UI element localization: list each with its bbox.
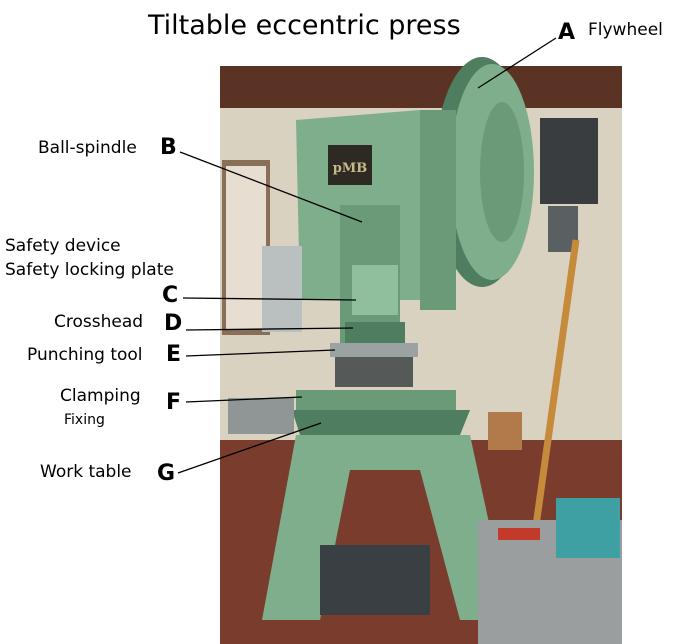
callout-e-label: Punching tool	[27, 345, 143, 365]
safety-plate	[352, 265, 398, 315]
punching-tool	[330, 343, 418, 357]
side-tray	[228, 398, 294, 434]
leader-d	[185, 327, 354, 331]
callout-f-label: Clamping	[60, 386, 141, 406]
motor-unit	[540, 118, 598, 204]
callout-g-label: Work table	[40, 462, 132, 482]
leader-f	[185, 396, 303, 403]
callout-c-label-2: Safety locking plate	[5, 260, 174, 280]
leader-g	[177, 422, 322, 474]
callout-c-letter: C	[162, 283, 179, 308]
callout-a-letter: A	[558, 20, 576, 45]
leader-c	[182, 297, 357, 301]
flywheel-hub	[480, 102, 524, 242]
callout-b-label: Ball-spindle	[38, 138, 137, 158]
diagram-title: Tiltable eccentric press	[148, 10, 461, 41]
red-item	[498, 528, 540, 540]
badge-plate	[328, 145, 372, 185]
hanging-bag	[488, 412, 522, 450]
callout-f-letter: F	[166, 390, 182, 415]
callout-e-letter: E	[166, 342, 182, 367]
work-table	[292, 410, 470, 435]
pedal-area	[320, 545, 430, 615]
window-pane	[226, 166, 266, 329]
leader-e	[185, 349, 336, 357]
blue-crate	[556, 498, 620, 558]
leader-b	[179, 151, 363, 223]
clamping-plate	[296, 390, 456, 410]
control-box	[262, 246, 302, 332]
callout-b-letter: B	[160, 135, 177, 160]
callout-d-label: Crosshead	[54, 312, 144, 332]
leader-a	[477, 37, 557, 89]
callout-a-label: Flywheel	[588, 20, 663, 40]
die	[335, 357, 413, 387]
callout-f-label-2: Fixing	[64, 412, 105, 428]
callout-c-label: Safety device	[5, 236, 121, 256]
machine-badge: pMB	[333, 161, 367, 176]
callout-g-letter: G	[157, 461, 176, 486]
photo: pMB	[220, 57, 622, 644]
callout-d-letter: D	[164, 311, 183, 336]
leader-lines	[177, 37, 557, 474]
crosshead	[345, 322, 405, 344]
press-frame-side	[420, 110, 456, 310]
ceiling-beam	[220, 66, 622, 108]
